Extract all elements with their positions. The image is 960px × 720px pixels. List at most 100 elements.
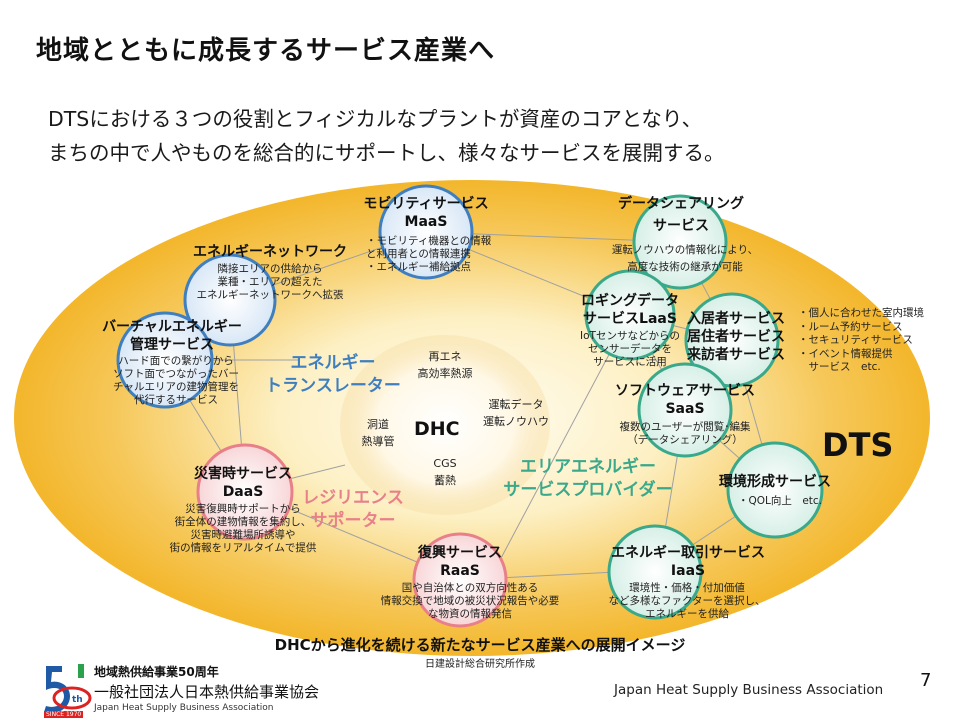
- service-title: ソフトウェアサービス: [615, 383, 755, 399]
- service-title: MaaS: [404, 214, 448, 230]
- core-right-text: 運転データ 運転ノウハウ: [474, 396, 558, 430]
- dhc-core: [340, 335, 550, 515]
- diagram-caption: DHCから進化を続ける新たなサービス産業への展開イメージ: [274, 636, 686, 654]
- service-energy-trade-desc: 環境性・価格・付加価値 など多様なファクターを選択し、 エネルギーを供給: [594, 582, 780, 621]
- desc-line: 代行するサービス: [134, 394, 218, 406]
- core-bottom-line: 蓄熱: [434, 474, 456, 487]
- desc-line: 運転ノウハウの情報化により、: [611, 244, 759, 256]
- svg-text:th: th: [72, 695, 83, 705]
- service-title: 災害時サービス: [194, 466, 292, 482]
- service-data-sharing: データシェアリング サービス: [596, 195, 766, 235]
- core-right-line: 運転データ: [488, 398, 544, 411]
- desc-line: サービス etc.: [798, 361, 881, 373]
- desc-line: ・モビリティ機器との情報: [366, 235, 492, 247]
- core-top-line: 高効率熱源: [417, 367, 473, 380]
- desc-line: 国や自治体との双方向性ある: [401, 582, 539, 594]
- desc-line: な物資の情報発信: [428, 608, 512, 620]
- desc-line: チャルエリアの建物管理を: [113, 381, 239, 393]
- dhc-label: DHC: [414, 418, 460, 440]
- service-environment-desc: ・QOL向上 etc.: [720, 495, 840, 508]
- service-logging-desc: IoTセンサなどからの センサーデータを サービスに活用: [560, 330, 700, 369]
- core-top-line: 再エネ: [428, 350, 462, 363]
- core-top-text: 再エネ 高効率熱源: [405, 348, 485, 382]
- desc-line: エネルギーネットワークへ拡張: [196, 289, 344, 301]
- core-left-line: 熱導管: [361, 435, 395, 448]
- lead-line: まちの中で人やものを総合的にサポートし、様々なサービスを展開する。: [48, 141, 725, 165]
- desc-line: IoTセンサなどからの: [580, 330, 680, 342]
- desc-line: 災害時避難場所誘導や: [190, 529, 296, 541]
- diagram-source: 日建設計総合研究所作成: [425, 659, 535, 670]
- service-disaster: 災害時サービス DaaS: [176, 465, 310, 501]
- software-circle: [637, 362, 733, 458]
- service-title: サービスLaaS: [583, 311, 677, 327]
- service-title: SaaS: [665, 401, 705, 417]
- role-line: エネルギー: [290, 353, 376, 373]
- lead-line: DTSにおける３つの役割とフィジカルなプラントが資産のコアとなり、: [48, 107, 703, 131]
- service-energy-network-desc: 隣接エリアの供給から 業種・エリアの超えた エネルギーネットワークへ拡張: [180, 263, 360, 302]
- desc-line: サービスに活用: [593, 356, 667, 368]
- service-title: モビリティサービス: [363, 196, 489, 212]
- service-resident-desc: ・個人に合わせた室内環境 ・ルーム予約サービス ・セキュリティサービス ・イベン…: [798, 307, 948, 375]
- role-line: レジリエンス: [302, 488, 404, 508]
- logo-association-name: 一般社団法人日本熱供給事業協会: [94, 683, 320, 701]
- footer-association-name: Japan Heat Supply Business Association: [614, 682, 884, 698]
- service-title: RaaS: [440, 563, 480, 579]
- logo-since-badge: SINCE 1970: [44, 711, 84, 718]
- desc-line: ・イベント情報提供: [798, 347, 893, 360]
- desc-line: ・エネルギー補給拠点: [366, 261, 471, 273]
- logo-association-en: Japan Heat Supply Business Association: [94, 703, 274, 713]
- service-title: エネルギー取引サービス: [611, 545, 765, 561]
- service-title: バーチャルエネルギー: [102, 319, 242, 335]
- page-title: 地域とともに成長するサービス産業へ: [36, 36, 496, 66]
- role-area-energy-provider: エリアエネルギー サービスプロバイダー: [490, 456, 686, 502]
- virtual-energy-circle: [116, 311, 214, 409]
- resident-circle: [684, 292, 780, 388]
- logging-circle: [584, 269, 676, 361]
- service-title: 来訪者サービス: [687, 347, 785, 363]
- energy-network-circle: [183, 253, 277, 347]
- role-line: サポーター: [310, 511, 396, 531]
- page-number: 7: [920, 670, 932, 691]
- service-title: 環境形成サービス: [719, 474, 831, 490]
- role-energy-translator: エネルギー トランスレーター: [258, 352, 408, 398]
- service-title: エネルギーネットワーク: [193, 244, 347, 260]
- role-line: トランスレーター: [265, 376, 401, 396]
- desc-line: 隣接エリアの供給から: [217, 263, 323, 275]
- desc-line: エネルギーを供給: [645, 608, 729, 620]
- core-left-text: 洞道 熱導管: [350, 416, 406, 450]
- service-recovery: 復興サービス RaaS: [400, 544, 520, 580]
- desc-line: ・個人に合わせた室内環境: [798, 307, 924, 319]
- service-title: データシェアリング: [618, 196, 744, 212]
- service-title: DaaS: [222, 484, 264, 500]
- role-resilience-supporter: レジリエンス サポーター: [298, 487, 408, 533]
- service-virtual-energy-desc: ハード面での繋がりから ソフト面でつながったバー チャルエリアの建物管理を 代行…: [96, 355, 256, 407]
- energy-trade-circle: [607, 524, 703, 620]
- core-bottom-line: CGS: [433, 457, 457, 470]
- desc-line: 高度な技術の継承が可能: [627, 261, 743, 273]
- desc-line: ハード面での繋がりから: [118, 355, 234, 367]
- core-left-line: 洞道: [367, 418, 389, 431]
- desc-line: （データシェアリング）: [627, 434, 743, 446]
- service-energy-trade: エネルギー取引サービス IaaS: [590, 544, 786, 580]
- desc-line: 情報交換で地域の被災状況報告や必要: [380, 595, 560, 607]
- desc-line: センサーデータを: [588, 343, 672, 355]
- desc-line: 環境性・価格・付加価値: [629, 582, 745, 594]
- service-title: 管理サービス: [130, 337, 214, 353]
- desc-line: 業種・エリアの超えた: [217, 276, 323, 288]
- service-title: IaaS: [670, 563, 706, 579]
- desc-line: ・QOL向上 etc.: [737, 495, 823, 507]
- service-resident: 入居者サービス 居住者サービス 来訪者サービス: [676, 310, 796, 364]
- mobility-circle: [378, 184, 474, 280]
- lead-text: DTSにおける３つの役割とフィジカルなプラントが資産のコアとなり、 まちの中で人…: [48, 102, 725, 170]
- service-logging: ロギングデータ サービスLaaS: [548, 292, 712, 328]
- service-environment: 環境形成サービス: [700, 473, 850, 491]
- service-virtual-energy: バーチャルエネルギー 管理サービス: [84, 318, 260, 354]
- desc-line: 街の情報をリアルタイムで提供: [169, 542, 317, 554]
- role-line: サービスプロバイダー: [503, 480, 673, 500]
- association-logo-icon: th: [44, 664, 92, 714]
- desc-line: ・ルーム予約サービス: [798, 320, 903, 333]
- core-right-line: 運転ノウハウ: [483, 415, 549, 428]
- service-title: サービス: [653, 218, 709, 234]
- service-title: 居住者サービス: [687, 329, 785, 345]
- role-line: エリアエネルギー: [520, 457, 656, 477]
